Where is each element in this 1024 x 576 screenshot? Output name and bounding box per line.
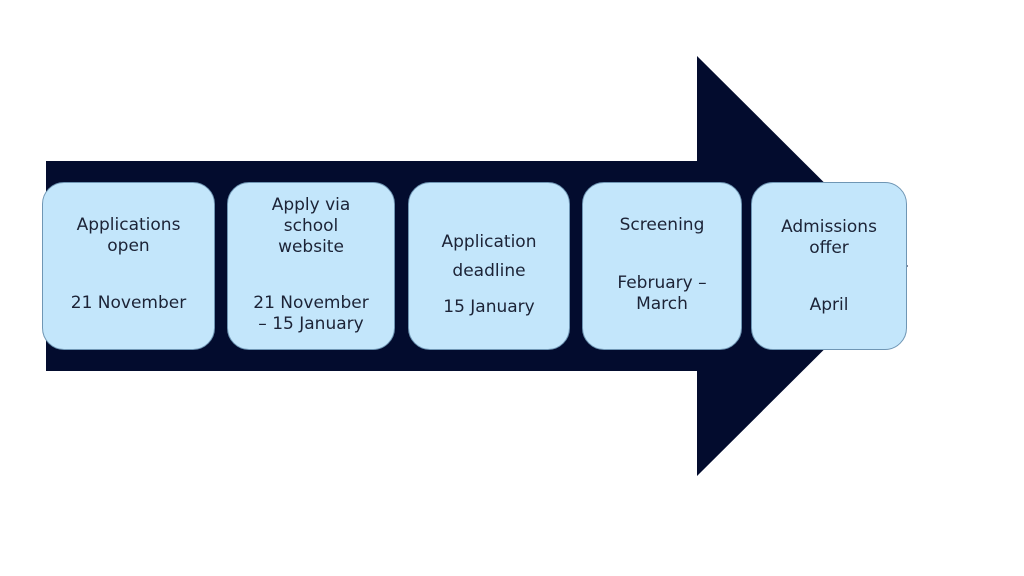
step-title: Apply via school website	[271, 195, 351, 257]
step-title: Applications open	[76, 215, 181, 256]
step-application-deadline: Application deadline 15 January	[408, 182, 570, 350]
step-title: Screening	[619, 215, 705, 235]
step-screening: Screening February – March	[582, 182, 742, 350]
step-date: 15 January	[443, 297, 535, 317]
step-apply-via-website: Apply via school website 21 November – 1…	[227, 182, 395, 350]
step-applications-open: Applications open 21 November	[42, 182, 215, 350]
step-date: February – March	[617, 273, 707, 314]
step-title: Application deadline	[415, 211, 563, 303]
step-date: April	[809, 295, 849, 315]
step-title-line2: deadline	[452, 261, 526, 281]
step-title: Admissions offer	[781, 217, 877, 258]
step-date: 21 November – 15 January	[253, 293, 369, 334]
step-title-line1: Application	[441, 232, 537, 252]
step-date: 21 November	[70, 293, 187, 313]
step-admissions-offer: Admissions offer April	[751, 182, 907, 350]
